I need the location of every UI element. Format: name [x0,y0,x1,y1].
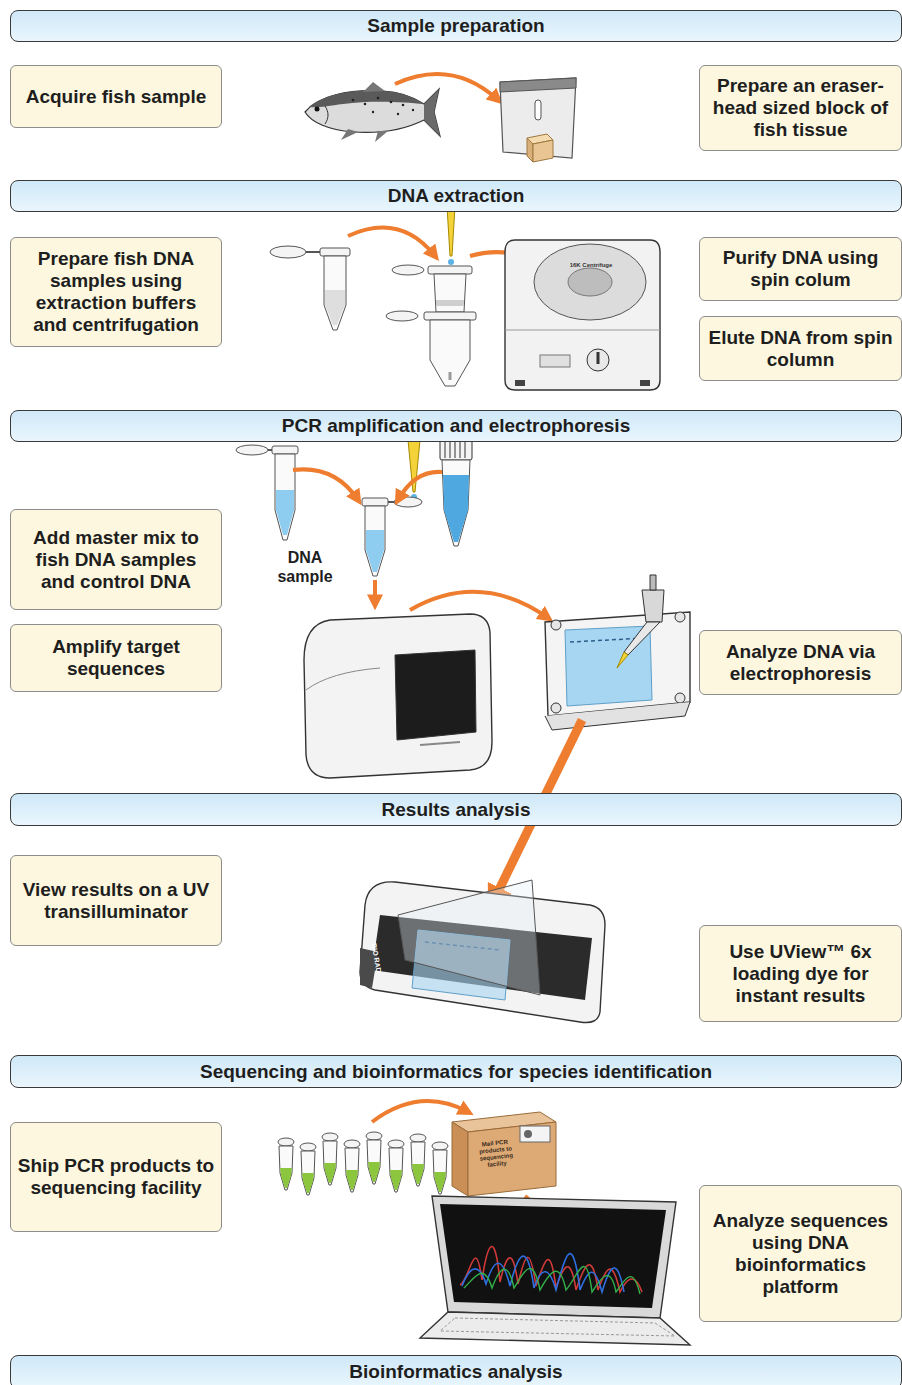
step-text: Prepare an eraser-head sized block of fi… [706,75,895,141]
step-text: Amplify target sequences [17,636,215,680]
step-box: Elute DNA from spin column [699,316,902,381]
step-text: Analyze sequences using DNA bioinformati… [706,1210,895,1298]
tube [270,246,350,330]
tube [362,497,422,576]
device-label: 16K Centrifuge [566,262,616,269]
step-box: Amplify target sequences [10,624,222,692]
box-label: Mail PCR products to sequencing facility [471,1138,522,1171]
step-text: Sample preparation [367,15,544,37]
step-box: Analyze DNA via electrophoresis [699,630,902,695]
step-text: Prepare fish DNA samples using extractio… [17,248,215,336]
step-box: Prepare fish DNA samples using extractio… [10,237,222,347]
step-box: Analyze sequences using DNA bioinformati… [699,1185,902,1322]
spin-column [386,190,476,386]
step-box: View results on a UV transilluminator [10,855,222,946]
step-text: Sequencing and bioinformatics for specie… [200,1061,712,1083]
section-band: Sample preparation [10,10,902,42]
step-box: Purify DNA using spin colum [699,237,902,301]
step-text: Purify DNA using spin colum [706,247,895,291]
section-band: Sequencing and bioinformatics for specie… [10,1055,902,1088]
step-text: Acquire fish sample [26,86,207,108]
centrifuge [505,240,660,390]
step-text: Ship PCR products to sequencing facility [17,1155,215,1199]
gel-box [545,612,690,730]
step-text: DNA extraction [388,185,525,207]
step-text: Elute DNA from spin column [706,327,895,371]
brand-label: BIO RAD [369,938,384,979]
conical-tube [440,440,472,546]
step-box: Use UView™ 6x loading dye for instant re… [699,925,902,1022]
step-box: Prepare an eraser-head sized block of fi… [699,65,902,151]
section-band: Results analysis [10,793,902,826]
thermal-cycler [304,614,492,778]
step-text: Add master mix to fish DNA samples and c… [17,527,215,593]
laptop [420,1196,690,1345]
pcr-tubes [278,1132,448,1195]
step-box: Acquire fish sample [10,65,222,128]
step-text: PCR amplification and electrophoresis [282,415,630,437]
step-text: Use UView™ 6x loading dye for instant re… [706,941,895,1007]
section-band: Bioinformatics analysis [10,1355,902,1385]
step-text: Analyze DNA via electrophoresis [706,641,895,685]
step-box: Add master mix to fish DNA samples and c… [10,509,222,610]
pipette-tip [408,440,420,500]
step-text: Results analysis [382,799,531,821]
shipping-box [452,1112,556,1196]
pipette [617,575,664,668]
step-box: Ship PCR products to sequencing facility [10,1122,222,1232]
step-text: Bioinformatics analysis [349,1361,562,1383]
transilluminator [360,880,605,1023]
section-band: DNA extraction [10,180,902,212]
step-text: View results on a UV transilluminator [17,879,215,923]
tube [236,445,298,540]
razor-blade [500,78,576,162]
fish [305,82,440,142]
sample-label: DNA sample [270,548,340,586]
section-band: PCR amplification and electrophoresis [10,410,902,442]
